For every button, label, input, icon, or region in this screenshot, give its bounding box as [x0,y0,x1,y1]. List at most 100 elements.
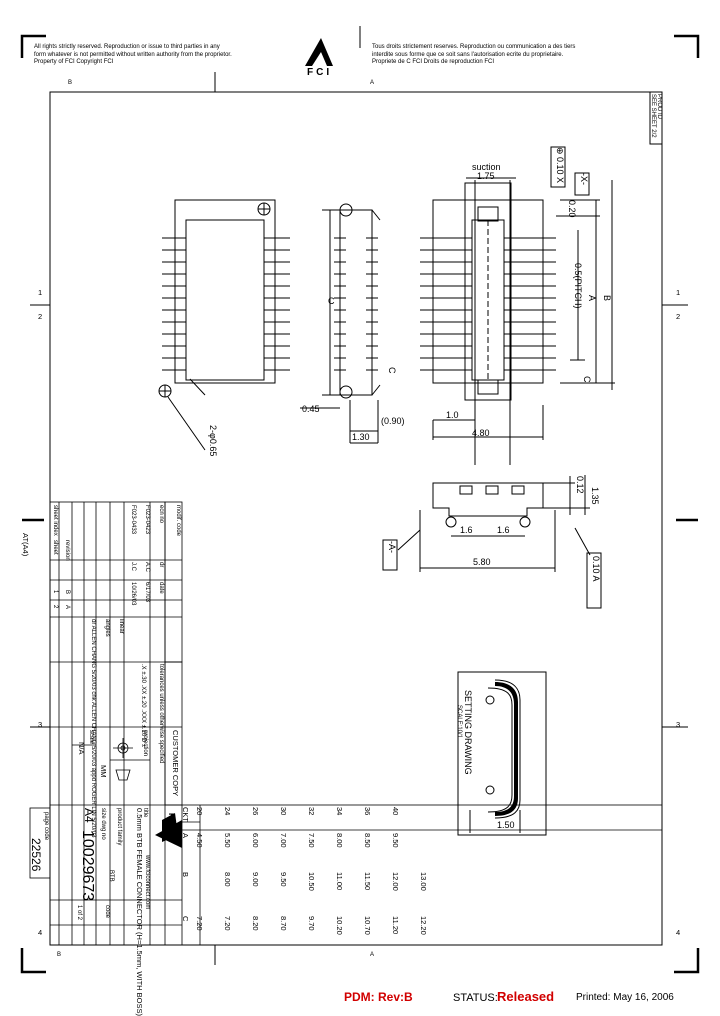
dim-1-75: 1.75 [477,171,495,181]
datum-x: -X- [579,173,589,185]
ecn-value-1: F023-0423 [144,505,150,535]
ckt-cell: 10.70 [363,916,372,935]
fci-logo: FCI [307,67,333,78]
ckt-cell: 12.20 [419,916,428,935]
dim-1-35: 1.35 [590,487,600,505]
ckt-cell: 32 [307,807,316,816]
tolerance-x: ⊕ 0.10 X [555,147,565,184]
ckt-cell: 34 [335,807,344,816]
product-family-label: product family [116,808,122,846]
page-code-label: page code [43,812,49,841]
ckt-header-a: A [181,833,190,839]
zone-right-3: 3 [676,720,681,729]
size-value: A4 [82,808,96,823]
printed-date: Printed: May 16, 2006 [576,992,674,1003]
dim-A: A [587,295,597,302]
date-value-2: 10/26/03 [130,582,136,606]
ecn-label: ecn no [158,505,164,524]
page-code-value: 22526 [29,838,43,872]
sheet-2: 2 [52,605,58,609]
fci-logo-title-block: FCI [167,813,176,826]
ckt-cell: 11.00 [335,872,344,891]
ckt-header-ckt: CKT [181,807,190,822]
ckt-cell: 9.00 [251,872,260,887]
dim-1-50: 1.50 [497,820,515,830]
dr-value-1: A.C [144,562,150,573]
customer-copy: CUSTOMER COPY [171,730,180,797]
copyright-notice-en: All rights strictly reserved. Reproducti… [34,44,232,65]
sheet-index-label: sheet index [52,505,58,536]
dim-suction: suction [472,162,501,172]
status-value: Released [497,989,555,1004]
ckt-cell: 7.50 [307,833,316,848]
dim-B: B [602,295,612,302]
projection-label: projection [142,730,148,757]
dr-value-2: J.C [130,562,136,571]
zone-top-right: A [370,80,375,86]
dim-1-6-left: 1.6 [460,525,473,535]
ckt-cell: 10.50 [307,872,316,891]
ckt-cell: 7.20 [223,916,232,931]
drawing-title: 0.5mm BTB FEMALE CONNECTOR (H=1.5mm, WIT… [135,808,144,1016]
ckt-header-c: C [181,916,190,922]
datum-a: -A- [387,541,397,553]
ckt-cell: 40 [391,807,400,816]
zone-left-2: 2 [38,312,43,321]
scale-label: scale [88,730,94,745]
dim-0-90: (0.90) [381,416,405,426]
dr-label: dr [158,562,164,568]
modif-code-label: modif. code [175,505,181,537]
zone-top-left: B [68,80,73,86]
scale-value: N/A [77,742,86,755]
dim-1-0: 1.0 [446,410,459,420]
zone-right-4: 4 [676,928,681,937]
ckt-cell: 26 [251,807,260,816]
ckt-cell: 24 [223,807,232,816]
dim-pitch: 0.5(PITCH) [573,263,583,309]
zone-right-1: 1 [676,288,681,297]
sheet-of: 1 of 2 [76,905,82,921]
units-value: MM [99,765,108,778]
zone-left-1: 1 [38,288,43,297]
ckt-cell: 4.50 [195,833,204,848]
date-label: date [158,582,164,594]
revision-b: B [64,590,70,595]
sheet-format: AT(A4) [21,533,30,557]
pdm-revision: PDM: Rev:B [344,990,413,1004]
tolerances-label: tolerances unless otherwise specified [158,664,164,764]
ckt-cell: 9.50 [279,872,288,887]
section-c-left: C [387,367,397,374]
prod-id-label: PROD ID [656,94,662,120]
sheet-ref-label: SEE SHEET 2/2 [650,94,656,138]
ckt-cell: 8.00 [335,833,344,848]
dim-0-12: 0.12 [575,476,585,494]
sheet-label: sheet [52,540,58,555]
ckt-cell: 13.00 [419,872,428,891]
section-c-right: C [582,376,592,383]
dim-0-45: 0.45 [302,404,320,414]
zone-right-2: 2 [676,312,681,321]
zone-left-3: 3 [38,720,43,729]
revision-a: A [64,605,70,610]
ckt-cell: 12.00 [391,872,400,891]
ckt-cell: 5.50 [223,833,232,848]
ecn-value-2: F023-0433 [130,505,136,535]
ckt-cell: 6.00 [251,833,260,848]
ckt-cell: 36 [363,807,372,816]
ckt-cell: 7.20 [195,916,204,931]
angles-label: angles [104,619,110,637]
ckt-cell: 30 [279,807,288,816]
ckt-cell: 8.70 [279,916,288,931]
status-label: STATUS: [453,992,498,1004]
ckt-header-b: B [181,872,190,878]
ckt-cell: 7.00 [279,833,288,848]
linear-label: linear [118,619,124,634]
dim-0-20: 0.20 [567,200,577,218]
approvals: dr ALLEN CHANG 5/20/03 chk ALLEN CHANG 5… [90,619,96,838]
ckt-cell: 8.20 [251,916,260,931]
product-family-value: BTB [108,870,114,882]
dim-1-30: 1.30 [352,432,370,442]
ckt-cell: 8.50 [363,833,372,848]
copyright-notice-fr: Tous droits strictement reserves. Reprod… [372,44,576,65]
